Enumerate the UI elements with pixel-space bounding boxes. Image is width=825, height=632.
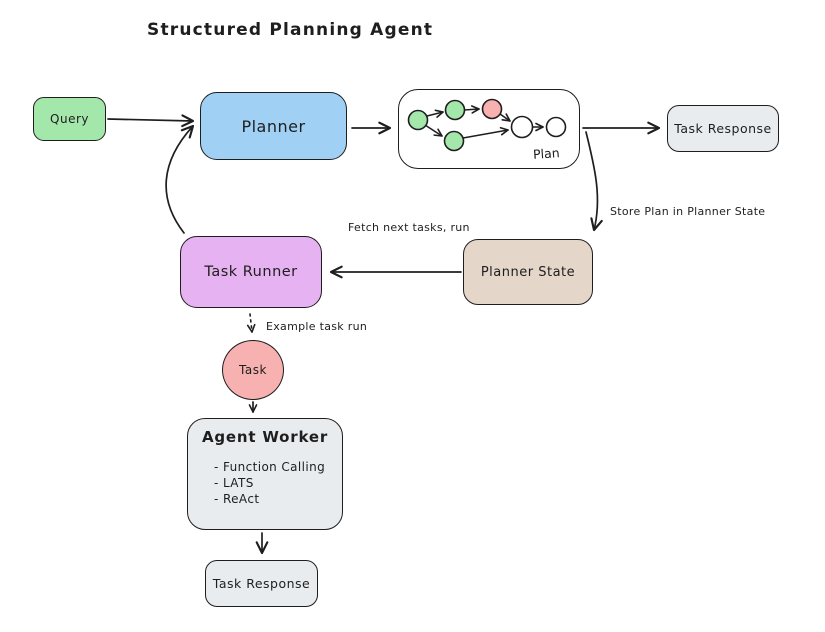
task-response-bottom-label: Task Response xyxy=(212,576,311,591)
task-runner-label: Task Runner xyxy=(204,264,298,280)
task-response-top-label: Task Response xyxy=(674,121,772,136)
store-plan-edge-label: Store Plan in Planner State xyxy=(610,205,766,218)
example-task-run-edge-label: Example task run xyxy=(266,320,368,333)
agent-worker-item-react: - ReAct xyxy=(214,492,260,506)
diagram-title: Structured Planning Agent xyxy=(147,20,434,40)
query-node: Query xyxy=(33,97,106,141)
arrow-query-to-planner xyxy=(107,114,195,128)
agent-worker-item-lats: - LATS xyxy=(214,476,254,490)
arrow-plan-to-planner-state xyxy=(585,131,603,232)
agent-worker-node: Agent Worker - Function Calling - LATS -… xyxy=(187,418,343,530)
planner-node: Planner xyxy=(200,92,347,160)
query-label: Query xyxy=(50,112,89,126)
task-response-bottom-node: Task Response xyxy=(205,560,318,607)
task-response-top-node: Task Response xyxy=(667,105,779,152)
task-runner-node: Task Runner xyxy=(180,236,322,308)
fetch-next-tasks-edge-label: Fetch next tasks, run xyxy=(348,221,470,234)
planner-label: Planner xyxy=(241,116,306,136)
agent-worker-item-function-calling: - Function Calling xyxy=(214,460,326,474)
task-node: Task xyxy=(222,340,284,400)
planner-state-label: Planner State xyxy=(480,264,576,280)
arrow-task-runner-to-task-dotted xyxy=(246,313,256,333)
planner-state-node: Planner State xyxy=(463,239,593,305)
arrow-task-runner-to-planner xyxy=(165,124,195,234)
agent-worker-capability-list: - Function Calling - LATS - ReAct xyxy=(188,459,342,507)
plan-label: Plan xyxy=(532,145,561,162)
agent-worker-title: Agent Worker xyxy=(201,428,329,446)
task-label: Task xyxy=(239,363,267,377)
